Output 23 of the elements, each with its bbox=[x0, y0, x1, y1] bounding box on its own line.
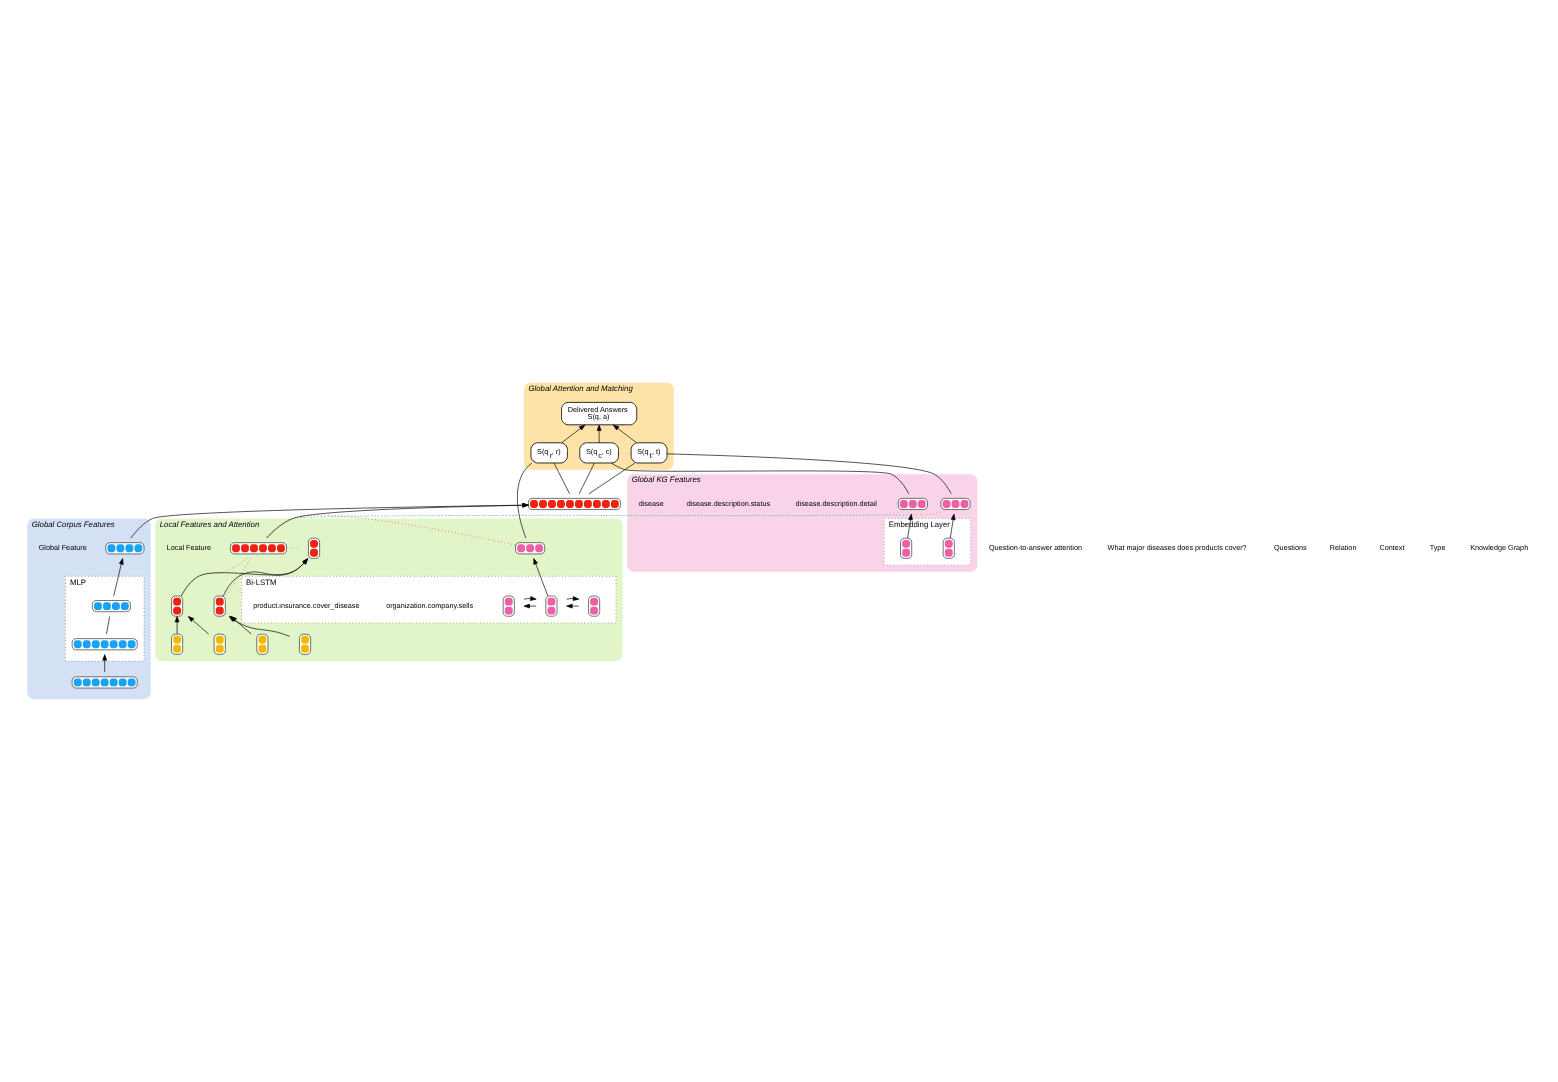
arrow bbox=[266, 503, 529, 539]
connector bbox=[588, 462, 636, 495]
connector bbox=[611, 462, 910, 495]
arrow bbox=[612, 424, 637, 444]
connector bbox=[553, 462, 570, 495]
arrow bbox=[566, 603, 580, 609]
arrow bbox=[174, 616, 180, 635]
arrow bbox=[596, 424, 602, 443]
arrow bbox=[223, 558, 309, 597]
arrow bbox=[907, 513, 913, 539]
arrow bbox=[533, 558, 549, 597]
connector bbox=[265, 514, 516, 546]
connector bbox=[666, 453, 952, 495]
arrow bbox=[523, 596, 537, 601]
arrow bbox=[102, 654, 107, 673]
arrow bbox=[187, 616, 209, 635]
arrow bbox=[130, 502, 529, 539]
connector bbox=[517, 462, 533, 539]
arrow bbox=[113, 558, 124, 597]
arrow bbox=[523, 603, 537, 609]
arrow bbox=[566, 596, 580, 601]
arrow bbox=[949, 513, 956, 539]
arrow bbox=[561, 424, 586, 444]
